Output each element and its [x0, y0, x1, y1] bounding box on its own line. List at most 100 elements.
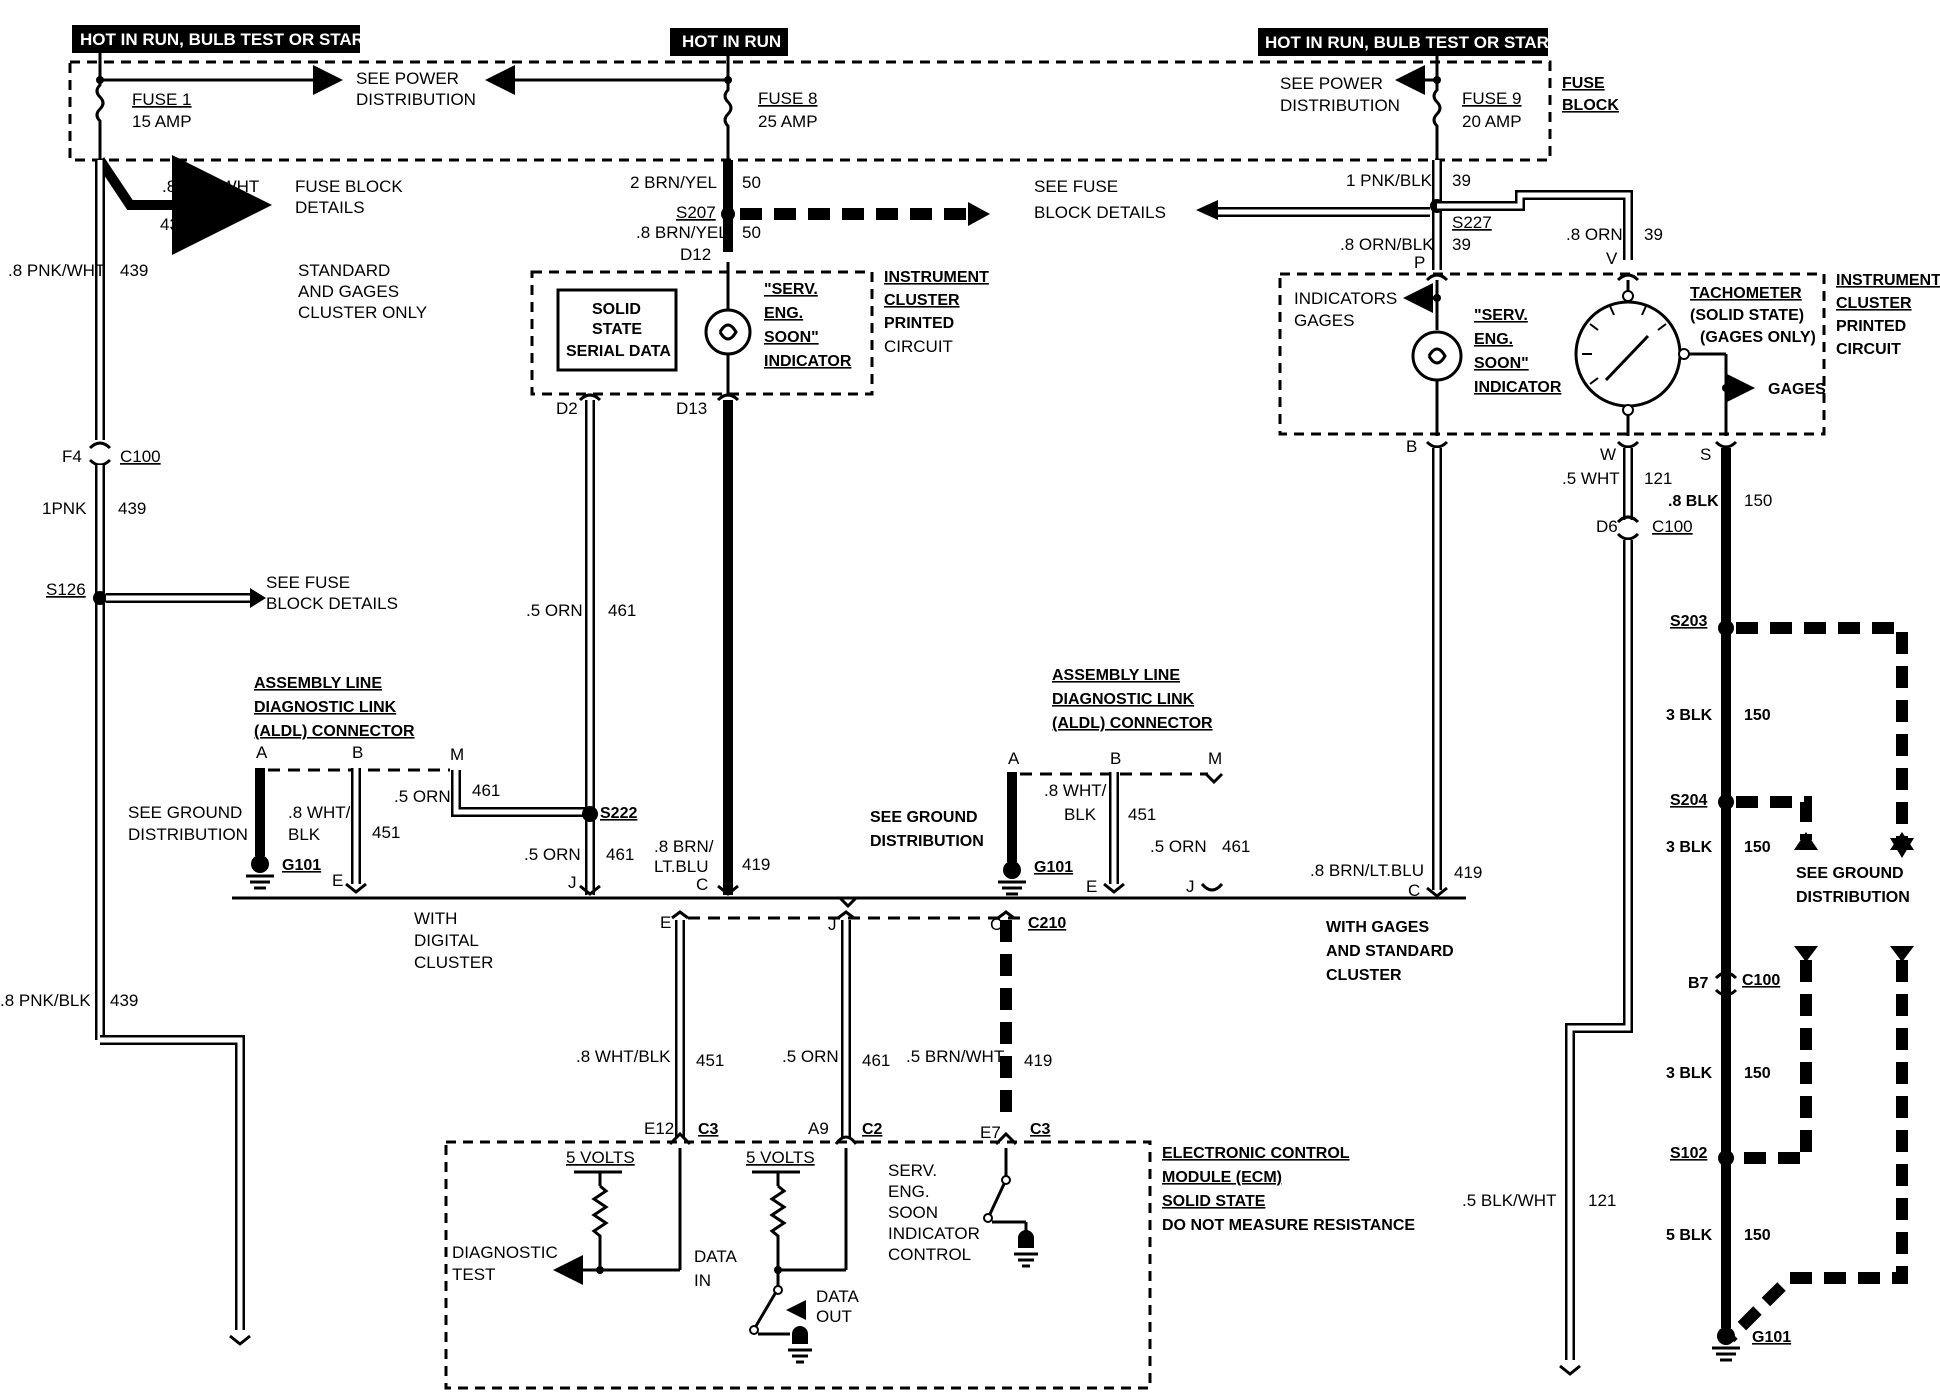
- with-digital-3: CLUSTER: [414, 953, 493, 972]
- splice-s203: [1718, 620, 1734, 636]
- fuse8-symbol: [723, 62, 733, 160]
- fuse-block-box: [68, 60, 1552, 162]
- right-circuit-b: 39: [1452, 235, 1471, 254]
- aldl-left-wire-brn: .8 BRN/: [654, 837, 714, 856]
- header-center: HOT IN RUN: [670, 28, 788, 56]
- fuse1-name: FUSE 1: [132, 90, 192, 109]
- aldl-left-pin-j: J: [568, 873, 577, 892]
- aldl-right-circuit-orn: 461: [1222, 837, 1250, 856]
- right-ses-1: "SERV.: [1474, 307, 1528, 324]
- header-left: HOT IN RUN, BULB TEST OR START: [72, 25, 375, 53]
- aldl-left-wire-brn2: LT.BLU: [654, 857, 709, 876]
- right-circuit-3blk-a: 150: [1744, 707, 1771, 724]
- center-wire-a: 2 BRN/YEL: [630, 173, 717, 192]
- right-ses-4: INDICATOR: [1474, 379, 1562, 396]
- tach-label-2: (SOLID STATE): [1690, 307, 1804, 324]
- solid-state-3: SERIAL DATA: [566, 343, 671, 360]
- left-circuit-b: 439: [120, 261, 148, 280]
- fuse9-name: FUSE 9: [1462, 89, 1522, 108]
- right-wire-blkwht: .5 BLK/WHT: [1462, 1191, 1556, 1210]
- center-wire-orn: .5 ORN: [526, 601, 583, 620]
- aldl-left-wire-wht: .8 WHT/: [288, 803, 351, 822]
- aldl-left-see-ground-2: DISTRIBUTION: [128, 825, 248, 844]
- with-digital-1: WITH: [414, 909, 457, 928]
- center-ses-2: ENG.: [764, 305, 803, 322]
- c210-wire-wht: .8 WHT/BLK: [576, 1047, 671, 1066]
- see-power-left-2: DISTRIBUTION: [356, 90, 476, 109]
- with-digital-2: DIGITAL: [414, 931, 479, 950]
- aldl-left-circuit-orn: 461: [472, 781, 500, 800]
- see-power-right-1: SEE POWER: [1280, 74, 1383, 93]
- with-gages-1: WITH GAGES: [1326, 919, 1429, 936]
- right-wire-5blk: 5 BLK: [1666, 1227, 1713, 1244]
- center-circuit-a: 50: [742, 173, 761, 192]
- indicators-label: INDICATORS: [1294, 289, 1397, 308]
- ecm-5volts-a: 5 VOLTS: [566, 1148, 635, 1167]
- center-see-fuse-2: BLOCK DETAILS: [1034, 203, 1166, 222]
- ecm-ground-b: [1014, 1230, 1038, 1268]
- conn-c100-right: C100: [1652, 517, 1693, 536]
- ecm-ses-4: INDICATOR: [888, 1224, 980, 1243]
- pin-w: W: [1600, 445, 1616, 464]
- aldl-right-circuit-brn: 419: [1454, 863, 1482, 882]
- aldl-right-title-1: ASSEMBLY LINE: [1052, 667, 1180, 684]
- left-see-fuse-1: SEE FUSE: [266, 573, 350, 592]
- c210-circuit-wht: 451: [696, 1051, 724, 1070]
- aldl-right-title-3: (ALDL) CONNECTOR: [1052, 715, 1213, 732]
- c210-circuit-orn: 461: [862, 1051, 890, 1070]
- right-wire-3blk-a: 3 BLK: [1666, 707, 1713, 724]
- right-ic-1: INSTRUMENT: [1836, 272, 1940, 289]
- aldl-right-wire-orn: .5 ORN: [1150, 837, 1207, 856]
- aldl-left-wire-wht2: BLK: [288, 825, 321, 844]
- splice-s102: [1718, 1150, 1734, 1166]
- conn-c100-left: C100: [120, 447, 161, 466]
- right-wire-b: .8 ORN/BLK: [1340, 235, 1434, 254]
- right-circuit-blk8: 150: [1744, 491, 1772, 510]
- center-ic-3: PRINTED: [884, 315, 954, 332]
- aldl-left-pin-a: A: [256, 743, 268, 762]
- pin-v: V: [1606, 249, 1618, 268]
- left-fuse-block-details-1: FUSE BLOCK: [295, 177, 403, 196]
- right-instrument-cluster-box: [1278, 272, 1826, 436]
- ses-lamp-center: [704, 308, 752, 356]
- aldl-left-circuit-orn2: 461: [606, 845, 634, 864]
- fuse1-symbol: [95, 62, 105, 160]
- fuse-block-label-2: BLOCK: [1562, 97, 1619, 114]
- ecm-conn-c3a: C3: [698, 1121, 719, 1138]
- gages-arrow-label: GAGES: [1768, 381, 1826, 398]
- connector-c100-left: [88, 441, 112, 467]
- aldl-left-circuit-wht: 451: [372, 823, 400, 842]
- aldl-right-pin-a: A: [1008, 749, 1020, 768]
- center-ses-4: INDICATOR: [764, 353, 852, 370]
- aldl-left-wire-orn2: .5 ORN: [524, 845, 581, 864]
- c210-pin-j: J: [828, 915, 837, 934]
- aldl-right-pin-j: J: [1186, 877, 1195, 896]
- aldl-left-title-2: DIAGNOSTIC LINK: [254, 699, 397, 716]
- ecm-conn-c2: C2: [862, 1121, 883, 1138]
- with-gages-3: CLUSTER: [1326, 967, 1402, 984]
- tach-label-1: TACHOMETER: [1690, 285, 1802, 302]
- left-wire-a: .8 PNK/WHT: [162, 177, 259, 196]
- splice-s222-label: S222: [600, 805, 637, 822]
- aldl-right-pin-m: M: [1208, 749, 1222, 768]
- g101-left-label: G101: [282, 857, 321, 874]
- center-wire-b: .8 BRN/YEL: [636, 223, 728, 242]
- center-ic-2: CLUSTER: [884, 292, 960, 309]
- pin-d13: D13: [676, 399, 707, 418]
- aldl-left-circuit-brn: 419: [742, 855, 770, 874]
- gages-label: GAGES: [1294, 311, 1354, 330]
- standard-cluster-2: AND GAGES: [298, 282, 399, 301]
- right-wire-c: .8 ORN: [1566, 225, 1623, 244]
- left-circuit-c: 439: [118, 499, 146, 518]
- aldl-left-wire-orn: .5 ORN: [394, 787, 451, 806]
- splice-s222: [582, 806, 598, 822]
- fuse8-name: FUSE 8: [758, 89, 818, 108]
- aldl-right-title-2: DIAGNOSTIC LINK: [1052, 691, 1195, 708]
- see-power-right-2: DISTRIBUTION: [1280, 96, 1400, 115]
- aldl-right-wire-wht2: BLK: [1064, 805, 1097, 824]
- left-circuit-a: 439: [160, 215, 188, 234]
- aldl-left-title-1: ASSEMBLY LINE: [254, 675, 382, 692]
- conn-f4: F4: [62, 447, 82, 466]
- ecm-ses-2: ENG.: [888, 1182, 930, 1201]
